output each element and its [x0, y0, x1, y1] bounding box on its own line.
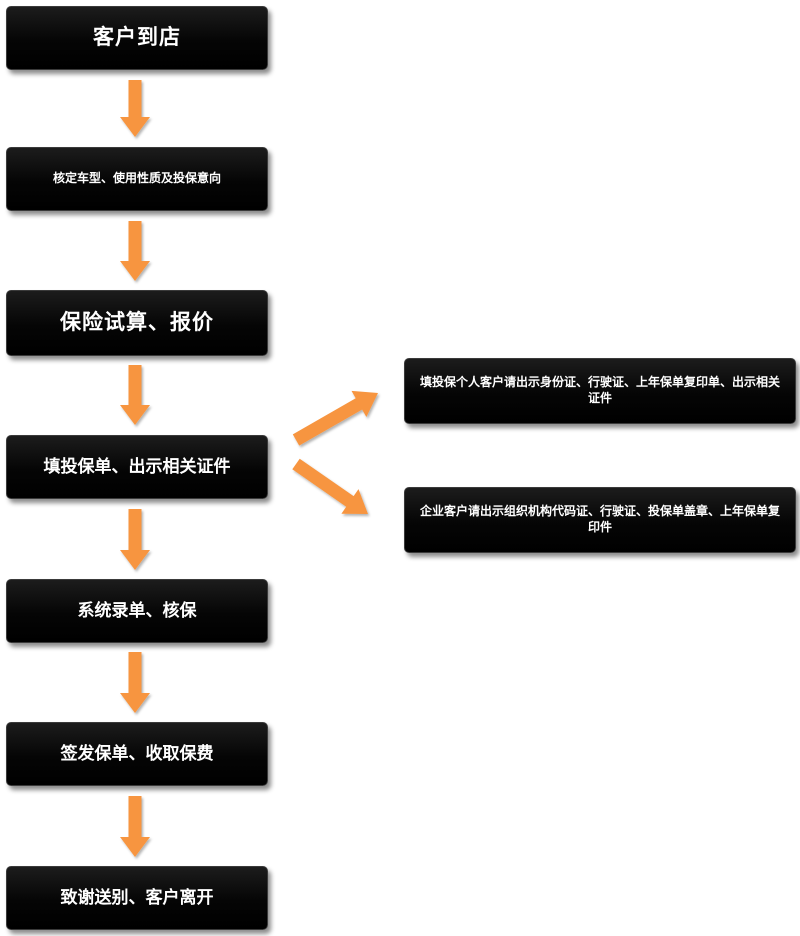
branch-label: 企业客户请出示组织机构代码证、行驶证、投保单盖章、上年保单复印件	[419, 504, 780, 534]
branch-label: 填投保个人客户请出示身份证、行驶证、上年保单复印单、出示相关证件	[419, 375, 780, 405]
down-arrow-4	[120, 509, 150, 570]
down-arrow-6	[120, 796, 150, 857]
step-label: 保险试算、报价	[60, 310, 214, 335]
step-verify-vehicle: 核定车型、使用性质及投保意向	[6, 147, 268, 211]
branch-arrow-up	[292, 390, 378, 446]
step-label: 填投保单、出示相关证件	[43, 456, 231, 477]
branch-arrow-down	[292, 458, 368, 514]
branch-individual-docs: 填投保个人客户请出示身份证、行驶证、上年保单复印单、出示相关证件	[404, 358, 796, 424]
branch-corporate-docs: 企业客户请出示组织机构代码证、行驶证、投保单盖章、上年保单复印件	[404, 487, 796, 553]
step-fill-form: 填投保单、出示相关证件	[6, 435, 268, 499]
step-system-entry: 系统录单、核保	[6, 579, 268, 643]
step-label: 客户到店	[93, 25, 181, 50]
down-arrow-1	[120, 80, 150, 137]
down-arrow-2	[120, 221, 150, 281]
step-premium-quote: 保险试算、报价	[6, 290, 268, 356]
step-customer-arrives: 客户到店	[6, 6, 268, 70]
step-issue-policy: 签发保单、收取保费	[6, 722, 268, 786]
down-arrow-5	[120, 652, 150, 713]
step-label: 系统录单、核保	[77, 600, 197, 621]
down-arrow-3	[120, 365, 150, 425]
step-label: 核定车型、使用性质及投保意向	[52, 171, 221, 186]
step-farewell: 致谢送别、客户离开	[6, 866, 268, 930]
step-label: 致谢送别、客户离开	[60, 887, 214, 908]
step-label: 签发保单、收取保费	[60, 743, 214, 764]
